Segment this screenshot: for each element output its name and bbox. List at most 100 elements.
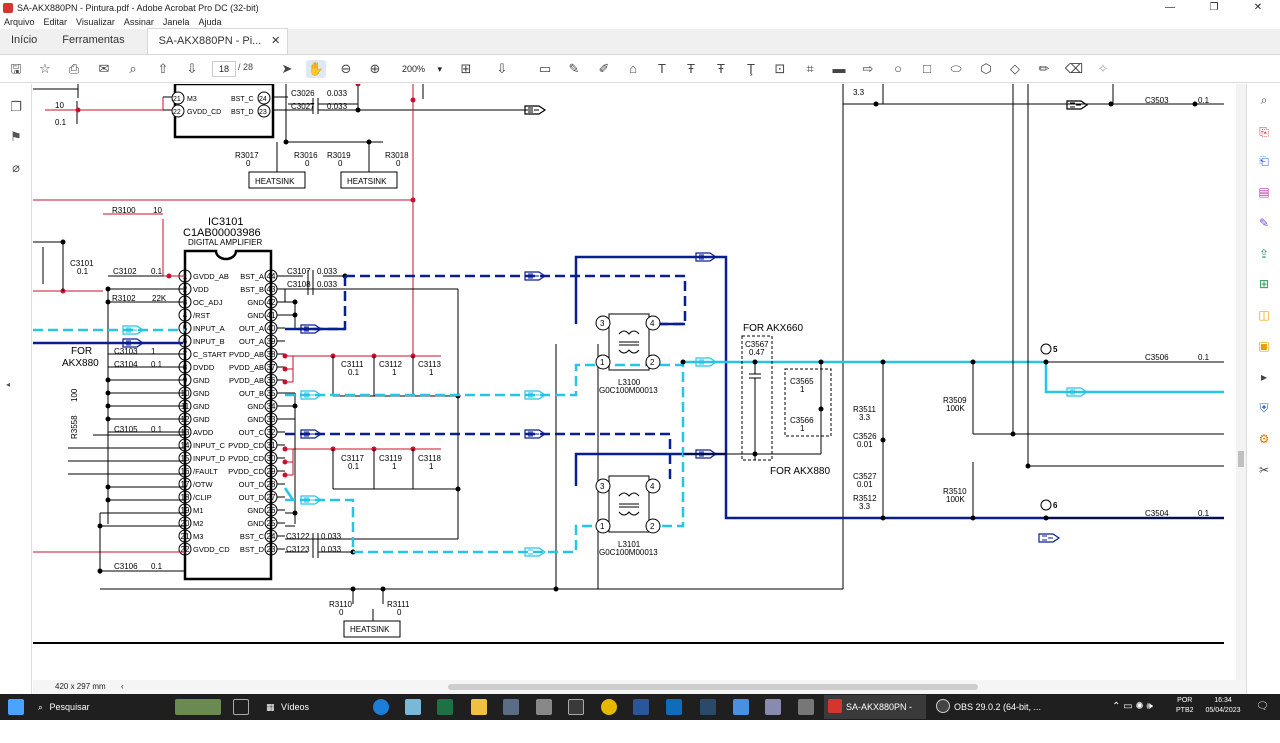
text-strike-icon[interactable]: Ŧ <box>687 61 695 76</box>
app-icon-3[interactable] <box>733 699 749 715</box>
restore-icon[interactable]: ❐ <box>1209 2 1219 13</box>
settings-icon[interactable] <box>536 699 552 715</box>
organize-pages-icon[interactable]: ▤ <box>1258 185 1270 199</box>
stamp-icon[interactable]: ⌂ <box>629 61 637 76</box>
highlight-icon[interactable]: ✎ <box>568 61 580 76</box>
select-cursor-icon[interactable]: ➤ <box>281 61 293 76</box>
app-icon-4[interactable] <box>765 699 781 715</box>
print-production-icon[interactable]: ⚙ <box>1258 432 1270 446</box>
tab-tools[interactable]: Ferramentas <box>62 34 125 46</box>
scroll-left-icon[interactable]: ‹ <box>121 682 124 691</box>
polygon-icon[interactable]: ⬡ <box>980 61 992 76</box>
taskbar-acrobat[interactable]: SA-AKX880PN - Pin... <box>824 695 926 736</box>
horizontal-scroll-thumb[interactable] <box>448 684 978 690</box>
minimize-icon[interactable]: — <box>1165 2 1175 13</box>
chrome-icon[interactable] <box>601 699 617 715</box>
camera-icon[interactable] <box>798 699 814 715</box>
collapse-right-icon[interactable]: ▸ <box>1260 370 1268 384</box>
protect-icon[interactable]: ⛨ <box>1259 401 1269 415</box>
menu-ajuda[interactable]: Ajuda <box>198 17 222 27</box>
line-icon[interactable]: ▬ <box>832 61 846 76</box>
text-tool-icon[interactable]: T <box>658 61 666 76</box>
underline-pen-icon[interactable]: ✐ <box>598 61 610 76</box>
file-explorer-icon[interactable] <box>471 699 487 715</box>
save-icon[interactable]: 🖫 <box>10 61 22 76</box>
excel-icon[interactable] <box>437 699 453 715</box>
page-up-icon[interactable]: ⇧ <box>157 61 169 76</box>
export-pdf-icon[interactable]: ⎘ <box>1259 125 1269 139</box>
hand-tool-icon[interactable]: ✋ <box>306 60 326 78</box>
text-insert-icon[interactable]: Ţ <box>747 61 755 76</box>
email-icon[interactable]: ✉ <box>98 61 110 76</box>
bookmarks-icon[interactable]: ⚑ <box>10 129 22 144</box>
excel-export-icon[interactable]: ⊞ <box>1258 277 1270 291</box>
comment-tool-icon[interactable]: ◫ <box>1258 308 1270 322</box>
windows-start-icon[interactable] <box>8 699 24 715</box>
notifications-icon[interactable]: 🗨 <box>1256 701 1269 712</box>
tab-document[interactable]: SA-AKX880PN - Pi... ✕ <box>146 28 289 54</box>
close-icon[interactable]: ✕ <box>1253 2 1263 13</box>
zoom-select[interactable]: 200% ▾ <box>396 61 444 77</box>
bookmark-star-icon[interactable]: ☆ <box>39 61 51 76</box>
page-down-icon[interactable]: ⇩ <box>186 61 198 76</box>
text-replace-icon[interactable]: Ŧ <box>717 61 725 76</box>
more-tools-icon[interactable]: ✂ <box>1258 463 1270 477</box>
app-icon-1[interactable] <box>405 699 421 715</box>
pencil-icon[interactable]: ✏ <box>1038 61 1050 76</box>
pin-icon[interactable]: ✧ <box>1097 61 1109 76</box>
label-r3510: R3510 <box>943 487 967 496</box>
zoom-out-icon[interactable]: ⊖ <box>340 61 352 76</box>
tray-icons[interactable]: ⌃ ▭ ✺ 🕪 <box>1112 701 1153 712</box>
svg-text:GND: GND <box>247 519 264 528</box>
label-for-left-model: AKX880 <box>62 358 99 369</box>
create-pdf-icon[interactable]: ⎗ <box>1259 154 1269 168</box>
menu-janela[interactable]: Janela <box>162 17 190 27</box>
task-view-icon[interactable] <box>233 699 249 715</box>
zoom-in-icon[interactable]: ⊕ <box>369 61 381 76</box>
circle-icon[interactable]: ○ <box>894 61 902 76</box>
tab-close-icon[interactable]: ✕ <box>271 35 281 47</box>
page-fit-icon[interactable]: ⊞ <box>460 61 472 76</box>
page-thumbnails-icon[interactable]: ❐ <box>10 99 22 114</box>
menu-editar[interactable]: Editar <box>43 17 68 27</box>
menu-arquivo[interactable]: Arquivo <box>4 17 35 27</box>
menu-bar: Arquivo Editar Visualizar Assinar Janela… <box>0 15 1280 29</box>
svg-text:3: 3 <box>600 319 605 328</box>
taskbar-obs[interactable]: OBS 29.0.2 (64-bit, ... <box>932 698 1041 716</box>
app-icon-2[interactable] <box>568 699 584 715</box>
document-view[interactable]: 10 0.1 C3026 0.033 C3027 0.033 R3017 0 R… <box>33 84 1224 680</box>
page-number-input[interactable]: 18 <box>212 61 236 77</box>
search-icon[interactable]: ⌕ <box>129 61 137 76</box>
edit-pdf-icon[interactable]: ✎ <box>1258 216 1270 230</box>
cloud-icon[interactable]: ⬭ <box>950 61 962 76</box>
vertical-scrollbar[interactable] <box>1236 84 1246 680</box>
scroll-mode-icon[interactable]: ⇩ <box>496 61 508 76</box>
visio-icon[interactable] <box>700 699 716 715</box>
rectangle-icon[interactable]: □ <box>923 61 931 76</box>
eraser-icon[interactable]: ⌫ <box>1064 61 1084 76</box>
fill-sign-icon[interactable]: ▣ <box>1258 339 1270 353</box>
export-icon[interactable]: ⇪ <box>1258 247 1270 261</box>
zoom-search-icon[interactable]: ⌕ <box>1260 93 1268 107</box>
menu-assinar[interactable]: Assinar <box>123 17 154 27</box>
calculator-icon[interactable] <box>503 699 519 715</box>
print-icon[interactable]: ⎙ <box>68 61 80 76</box>
dinosaur-widget-icon[interactable] <box>175 699 221 715</box>
tab-home[interactable]: Início <box>11 34 38 46</box>
taskbar-videos[interactable]: ▦ Vídeos <box>266 702 310 712</box>
taskbar-search[interactable]: ⌕ Pesquisar <box>38 702 90 712</box>
attachments-icon[interactable]: ⌀ <box>12 160 20 175</box>
collapse-left-icon[interactable]: ◂ <box>5 380 10 389</box>
word-icon[interactable] <box>633 699 649 715</box>
attach-icon[interactable]: ⌗ <box>806 61 814 76</box>
edge-icon[interactable] <box>373 699 389 715</box>
outlook-icon[interactable] <box>666 699 682 715</box>
arrow-icon[interactable]: ⇨ <box>862 61 874 76</box>
polyline-icon[interactable]: ◇ <box>1010 61 1020 76</box>
comment-icon[interactable]: ▭ <box>538 61 552 76</box>
vertical-scroll-thumb[interactable] <box>1238 451 1244 467</box>
textbox-icon[interactable]: ⊡ <box>774 61 786 76</box>
menu-visualizar[interactable]: Visualizar <box>76 17 115 27</box>
